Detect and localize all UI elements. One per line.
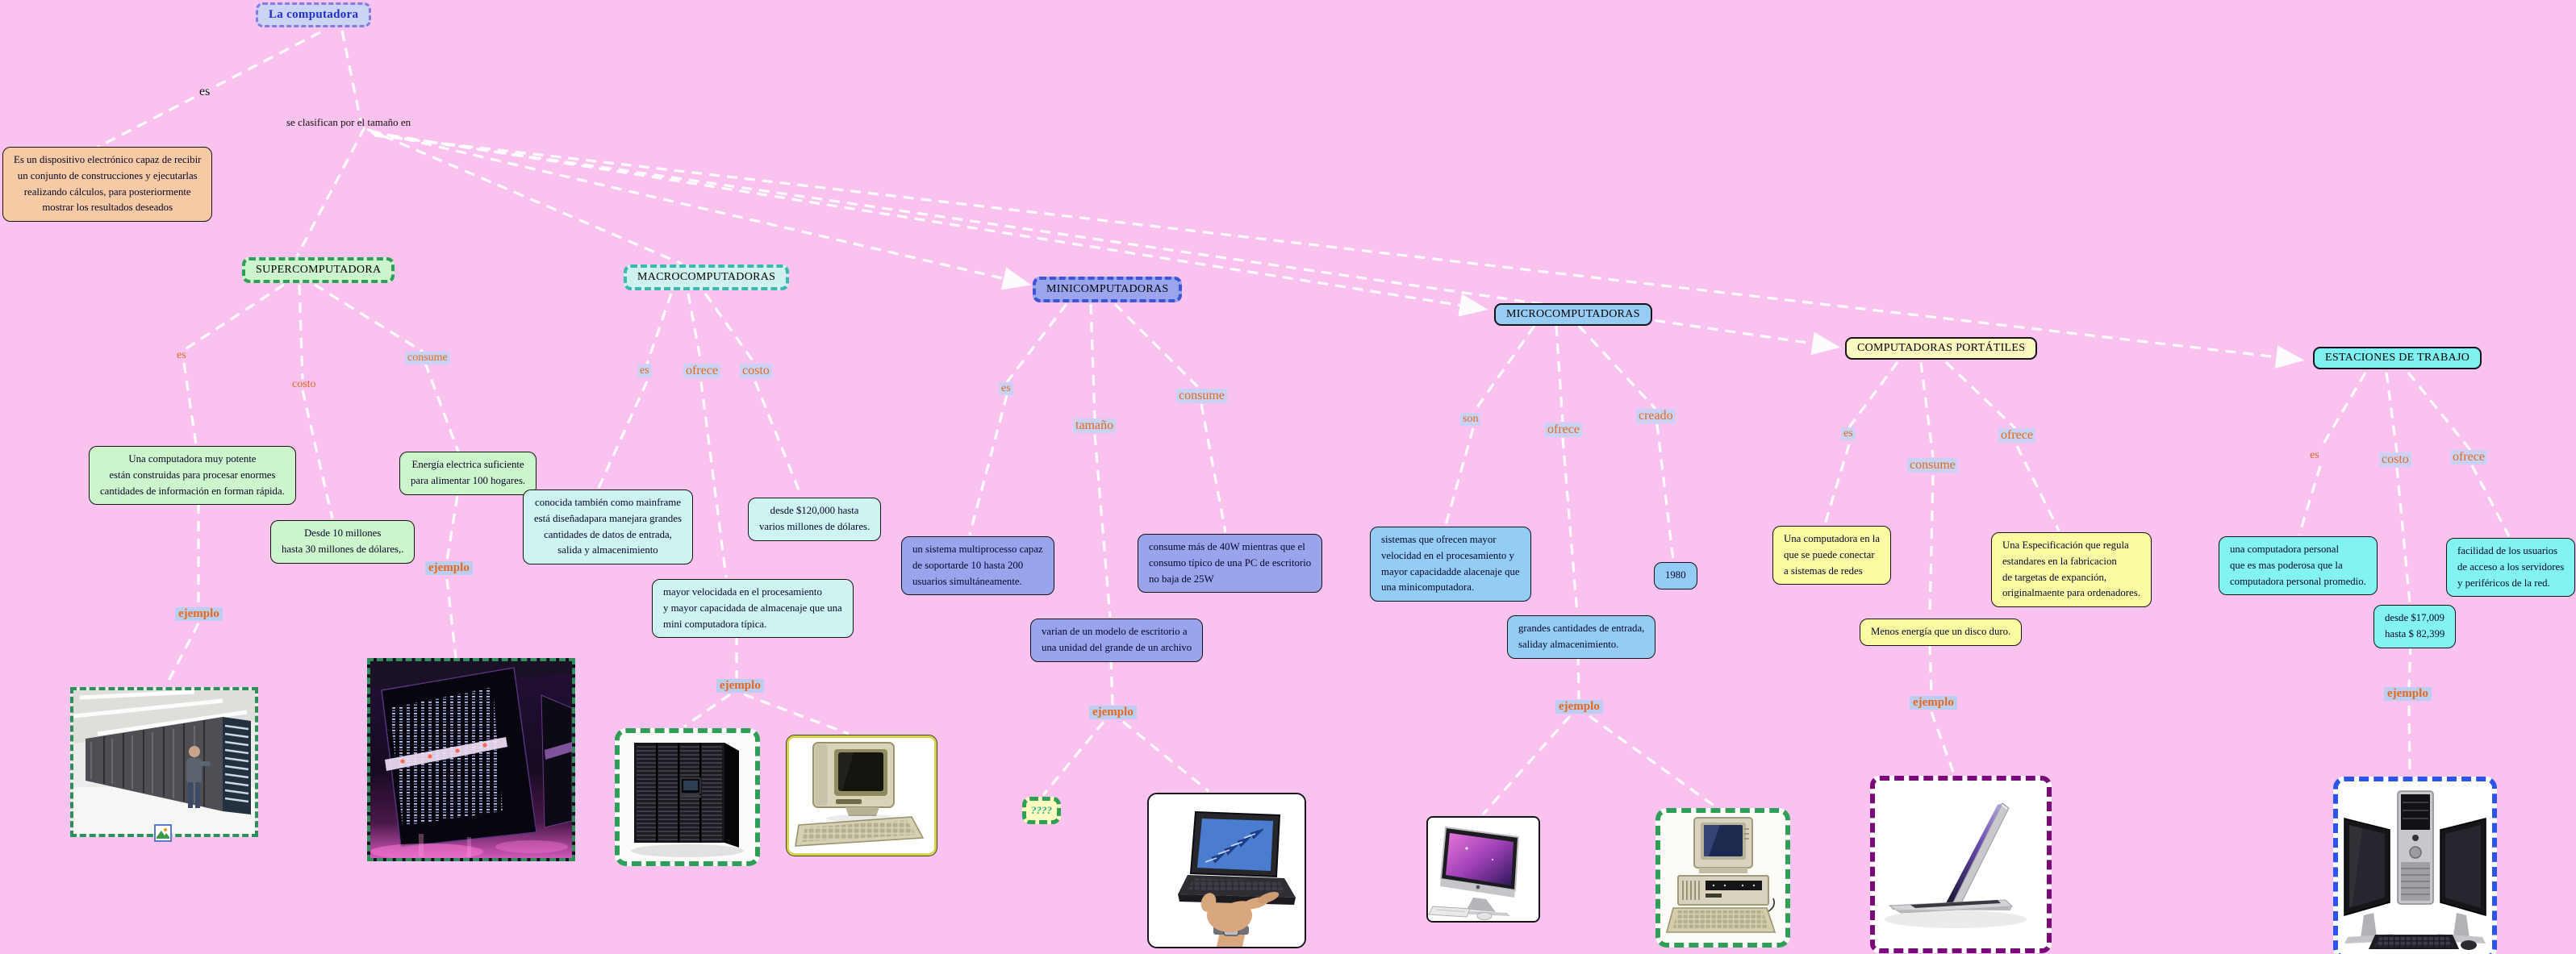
box-macro-es[interactable]: conocida también como mainframe está dis… [523, 489, 693, 565]
link-micro-creado[interactable]: creado [1636, 409, 1676, 423]
ejemplo-micro[interactable]: ejemplo [1555, 700, 1603, 714]
root-description-box[interactable]: Es un dispositivo electrónico capaz de r… [2, 147, 213, 223]
root-node[interactable]: La computadora [256, 2, 372, 27]
box-micro-creado[interactable]: 1980 [1654, 562, 1697, 589]
image-workstation[interactable] [2333, 777, 2497, 954]
link-micro-ofrece[interactable]: ofrece [1545, 423, 1582, 437]
node-macrocomputadoras[interactable]: MACROCOMPUTADORAS [624, 265, 790, 290]
box-port-consume[interactable]: Menos energía que un disco duro. [1860, 619, 2023, 646]
ejemplo-super-1[interactable]: ejemplo [175, 607, 223, 621]
server-rack-illustration [620, 733, 755, 861]
node-minicomputadoras[interactable]: MINICOMPUTADORAS [1033, 277, 1183, 302]
image-dark-supercomputer[interactable] [367, 658, 575, 861]
image-macbook-air[interactable] [1870, 776, 2052, 953]
link-super-consume[interactable]: consume [405, 352, 450, 365]
link-macro-es[interactable]: es [637, 365, 652, 377]
server-room-illustration [73, 690, 255, 834]
box-est-ofrece[interactable]: facilidad de los usuarios de acceso a lo… [2446, 538, 2576, 598]
link-port-consume[interactable]: consume [1907, 458, 1958, 473]
ejemplo-macro[interactable]: ejemplo [716, 679, 764, 693]
link-label-classify[interactable]: se clasifican por el tamaño en [286, 116, 411, 128]
box-est-costo[interactable]: desde $17,009 hasta $ 82,399 [2374, 605, 2457, 648]
mini-example-placeholder[interactable]: ???? [1022, 797, 1061, 824]
ejemplo-mini[interactable]: ejemplo [1089, 706, 1137, 719]
placeholder-glyph [156, 826, 170, 840]
image-old-terminal[interactable] [786, 735, 937, 856]
ibm-pc-illustration [1660, 813, 1785, 943]
box-mini-es[interactable]: un sistema multiprocesso capaz de soport… [901, 536, 1054, 596]
ejemplo-port[interactable]: ejemplo [1910, 696, 1957, 710]
node-supercomputadora[interactable]: SUPERCOMPUTADORA [242, 257, 395, 283]
box-port-es[interactable]: Una computadora en la que se puede conec… [1772, 526, 1892, 585]
box-mini-consume[interactable]: consume más de 40W mientras que el consu… [1138, 534, 1323, 594]
box-super-costo[interactable]: Desde 10 millones hasta 30 millones de d… [270, 520, 415, 564]
box-micro-son[interactable]: sistemas que ofrecen mayor velocidad en … [1370, 527, 1531, 602]
box-super-consume[interactable]: Energía electrica suficiente para alimen… [399, 452, 537, 495]
link-est-es[interactable]: es [2310, 449, 2319, 461]
image-placeholder-icon[interactable] [154, 824, 172, 842]
dark-supercomputer-illustration [370, 661, 572, 858]
link-mini-consume[interactable]: consume [1176, 389, 1227, 403]
box-macro-costo[interactable]: desde $120,000 hasta varios millones de … [748, 498, 882, 541]
link-est-ofrece[interactable]: ofrece [2450, 450, 2487, 465]
image-server-rack[interactable] [615, 728, 760, 866]
box-micro-ofrece[interactable]: grandes cantidades de entrada, saliday a… [1507, 615, 1656, 659]
old-terminal-illustration [789, 738, 934, 853]
link-label-root-es[interactable]: es [199, 85, 211, 98]
image-netbook-hand[interactable] [1147, 793, 1306, 948]
link-macro-ofrece[interactable]: ofrece [683, 364, 720, 378]
macbook-air-illustration [1875, 781, 2047, 948]
node-estaciones[interactable]: ESTACIONES DE TRABAJO [2313, 347, 2482, 369]
netbook-hand-illustration [1149, 794, 1305, 947]
link-macro-costo[interactable]: costo [740, 364, 772, 378]
node-portatiles[interactable]: COMPUTADORAS PORTÁTILES [1845, 337, 2038, 360]
link-mini-tamano[interactable]: tamaño [1073, 419, 1117, 433]
imac-illustration [1428, 818, 1539, 921]
link-super-es[interactable]: es [177, 349, 186, 361]
ejemplo-est[interactable]: ejemplo [2384, 687, 2432, 701]
image-imac[interactable] [1426, 816, 1540, 923]
link-mini-es[interactable]: es [999, 382, 1013, 395]
link-super-costo[interactable]: costo [292, 378, 316, 390]
box-mini-tamano[interactable]: varian de un modelo de escritorio a una … [1030, 619, 1204, 662]
image-ibm-pc[interactable] [1655, 808, 1790, 948]
image-server-room[interactable] [70, 687, 258, 837]
box-port-ofrece[interactable]: Una Especificación que regula estandares… [1991, 532, 2152, 608]
link-micro-son[interactable]: son [1460, 413, 1481, 426]
workstation-illustration [2338, 781, 2492, 954]
node-microcomputadoras[interactable]: MICROCOMPUTADORAS [1494, 303, 1652, 326]
box-macro-ofrece[interactable]: mayor velocidada en el procesamiento y m… [652, 579, 854, 639]
ejemplo-super-2[interactable]: ejemplo [425, 561, 473, 575]
box-est-es[interactable]: una computadora personal que es mas pode… [2219, 536, 2378, 596]
link-port-ofrece[interactable]: ofrece [1998, 428, 2035, 443]
box-super-es[interactable]: Una computadora muy potente están constr… [89, 446, 296, 506]
link-est-costo[interactable]: costo [2379, 452, 2411, 467]
link-port-es[interactable]: es [1841, 427, 1856, 440]
